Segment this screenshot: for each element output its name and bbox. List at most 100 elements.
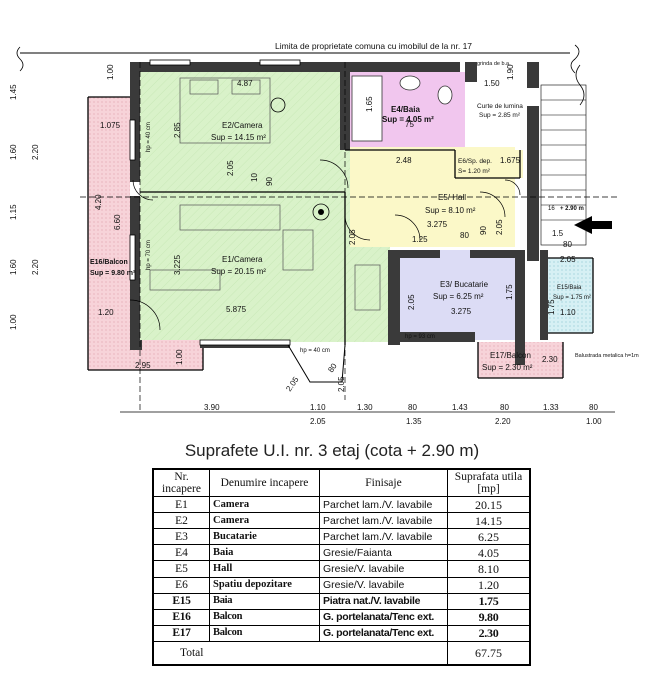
dim: 1.20: [98, 308, 114, 317]
dim: 1.60: [9, 259, 18, 275]
sofa: [149, 204, 381, 311]
dim: 2.95: [135, 361, 151, 370]
lamp-e2-icon: [270, 97, 286, 113]
dim: 3.225: [173, 254, 182, 275]
table-row: E2 Camera Parchet lam./V. lavabile 14.15: [153, 512, 530, 530]
entry-arrow-icon: [574, 216, 612, 234]
cell-name: Camera: [209, 512, 320, 530]
bathtub: [351, 75, 453, 142]
room-e3: [400, 250, 515, 340]
cell-name: Spatiu depozitare: [209, 576, 320, 594]
dim: hp = 93 cm: [405, 334, 435, 340]
cell-name: Baia: [209, 544, 320, 562]
table-row: E1 Camera Parchet lam./V. lavabile 20.15: [153, 495, 530, 514]
dim: 1.75: [505, 284, 514, 300]
dim: hp = 40 cm: [300, 348, 330, 354]
surface-table: Nr. incapere Denumire incapere Finisaje …: [152, 468, 531, 666]
dim: 2.05: [226, 160, 235, 176]
cell-area: 1.75: [447, 592, 530, 610]
cell-name: Baia: [209, 592, 320, 610]
e5-name: E5/ Hall: [438, 193, 466, 202]
e6-sup: S= 1.20 m²: [458, 168, 491, 175]
dim: 1.90: [506, 64, 515, 80]
table-total-row: Total 67.75: [153, 641, 530, 665]
cell-name: Bucatarie: [209, 528, 320, 546]
dim: 80: [563, 240, 572, 249]
cell-area: 14.15: [447, 512, 530, 530]
e3-sup: Sup = 6.25 m²: [433, 292, 484, 301]
dim: 16: [548, 206, 555, 212]
cell-area: 4.05: [447, 544, 530, 562]
lamp-icon: [312, 203, 330, 221]
property-label: Limita de proprietate comuna cu imobilul…: [275, 41, 472, 51]
dim: 80: [326, 361, 339, 374]
bed: [179, 77, 271, 144]
cell-nr: E16: [153, 608, 210, 626]
cell-nr: E1: [153, 495, 210, 514]
cell-name: Camera: [209, 495, 320, 514]
table-row: E5 Hall Gresie/V. lavabile 8.10: [153, 560, 530, 578]
dim: 2.20: [31, 144, 40, 160]
dim: 2.48: [396, 156, 412, 165]
header-nr: Nr. incapere: [153, 469, 210, 497]
e3-name: E3/ Bucatarie: [440, 280, 489, 289]
dim: 2.20: [31, 259, 40, 275]
table-row: E16 Balcon G. portelanata/Tenc ext. 9.80: [153, 608, 530, 626]
dim: 3.275: [451, 307, 472, 316]
dim: 4.20: [94, 194, 103, 210]
table-row: E17 Balcon G. portelanata/Tenc ext. 2.30: [153, 624, 530, 643]
dim: 2.05: [284, 375, 301, 393]
door-swings: [129, 159, 521, 331]
cell-finish: Parchet lam./V. lavabile: [319, 528, 448, 546]
dim: 2.30: [542, 355, 558, 364]
table-header: Nr. incapere Denumire incapere Finisaje …: [153, 469, 530, 497]
cell-nr: E6: [153, 576, 210, 594]
cell-nr: E15: [153, 592, 210, 610]
e6-name: E6/Sp. dep.: [458, 158, 492, 165]
dim: 1.50: [484, 79, 500, 88]
dim: hp = 70 cm: [146, 240, 152, 270]
cell-name: Balcon: [209, 608, 320, 626]
dim: 2.05: [337, 376, 346, 392]
cell-finish: Gresie/V. lavabile: [319, 576, 448, 594]
dim: 80: [589, 403, 598, 412]
cell-finish: Gresie/V. lavabile: [319, 560, 448, 578]
cell-name: Hall: [209, 560, 320, 578]
dim: 6.60: [113, 214, 122, 230]
curte-sup: Sup = 2.85 m²: [479, 112, 521, 119]
cell-finish: G. portelanata/Tenc ext.: [319, 608, 448, 626]
dim: 1.15: [9, 204, 18, 220]
room-e6: [455, 150, 523, 178]
dim: 2.85: [173, 122, 182, 138]
dim: 1.00: [106, 64, 115, 80]
bay-window: [287, 344, 346, 383]
dim: 1.43: [452, 403, 468, 412]
staircase: [540, 84, 587, 246]
cell-nr: E5: [153, 560, 210, 578]
dim: 1.675: [500, 156, 521, 165]
windows: [129, 59, 301, 346]
cell-finish: Parchet lam./V. lavabile: [319, 512, 448, 530]
e17-sup: Sup = 2.30 m²: [482, 363, 533, 372]
dim: 3.275: [427, 220, 448, 229]
e2-sup: Sup = 14.15 m²: [211, 133, 266, 142]
dim: 1.25: [412, 235, 428, 244]
e2-name: E2/Camera: [222, 121, 263, 130]
dim: 2.05: [560, 255, 576, 264]
dim: 1.5: [552, 229, 564, 238]
e16-name: E16/Balcon: [90, 259, 128, 266]
dim: 1.75: [547, 299, 556, 315]
dim: 10: [250, 173, 259, 182]
dim: 1.45: [9, 84, 18, 100]
dim: 1.65: [365, 96, 374, 112]
dim: 90: [265, 177, 274, 186]
e1-sup: Sup = 20.15 m²: [211, 267, 266, 276]
dim: Balustrada metalica h=1m: [575, 353, 639, 359]
dim: 1.30: [357, 403, 373, 412]
floor-plan: Limita de proprietate comuna cu imobilul…: [9, 41, 639, 426]
dim: 5.875: [226, 305, 247, 314]
cell-nr: E2: [153, 512, 210, 530]
e1-name: E1/Camera: [222, 255, 263, 264]
e5-sup: Sup = 8.10 m²: [425, 206, 476, 215]
cell-nr: E17: [153, 624, 210, 643]
